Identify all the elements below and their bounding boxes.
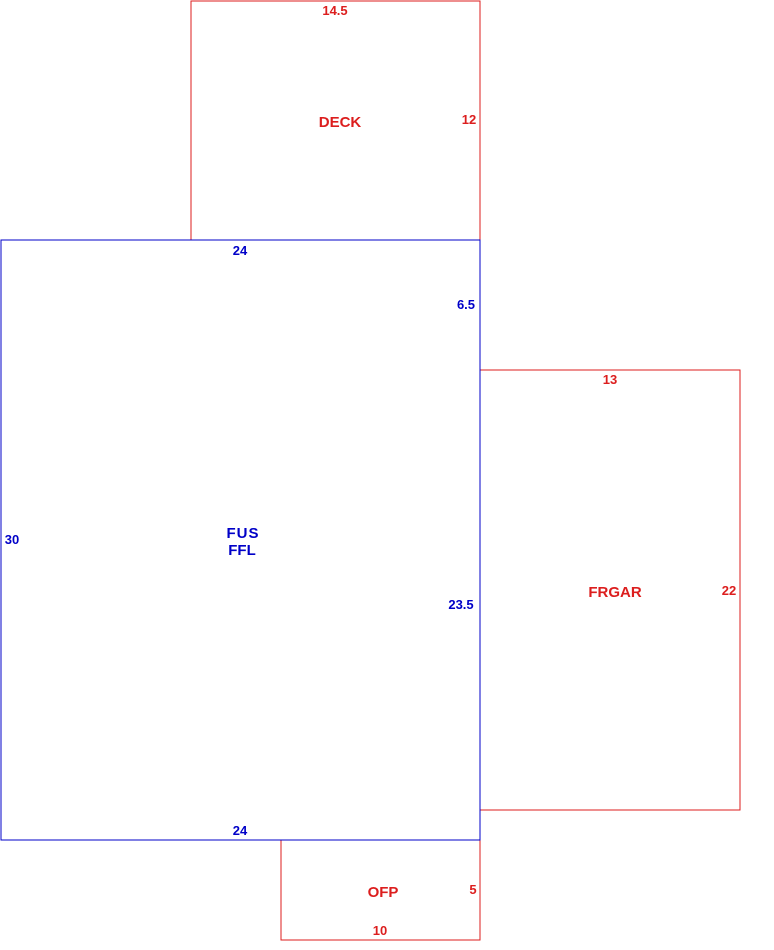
deck-label: DECK [319,114,362,131]
porch-bottom-dimension: 10 [373,923,387,938]
garage-top-dimension: 13 [603,372,617,387]
main-right-lower-dimension: 23.5 [448,597,473,612]
deck-right-dimension: 12 [462,112,476,127]
deck-area: DECK 14.5 12 [190,0,481,241]
main-label-line1: FUS [227,525,260,542]
main-right-upper-dimension: 6.5 [457,297,475,312]
main-area: FUS FFL 24 24 30 6.5 23.5 [0,239,481,841]
main-bottom-dimension: 24 [233,823,248,838]
porch-area: OFP 5 10 [280,839,481,941]
main-label-line2: FFL [228,542,256,559]
garage-label: FRGAR [588,584,641,601]
main-left-dimension: 30 [5,532,19,547]
main-top-dimension: 24 [233,243,248,258]
garage-area: FRGAR 13 22 [479,369,741,811]
porch-right-dimension: 5 [469,882,476,897]
deck-top-dimension: 14.5 [322,3,347,18]
garage-right-dimension: 22 [722,583,736,598]
porch-label: OFP [368,884,399,901]
main-outline [0,239,481,841]
